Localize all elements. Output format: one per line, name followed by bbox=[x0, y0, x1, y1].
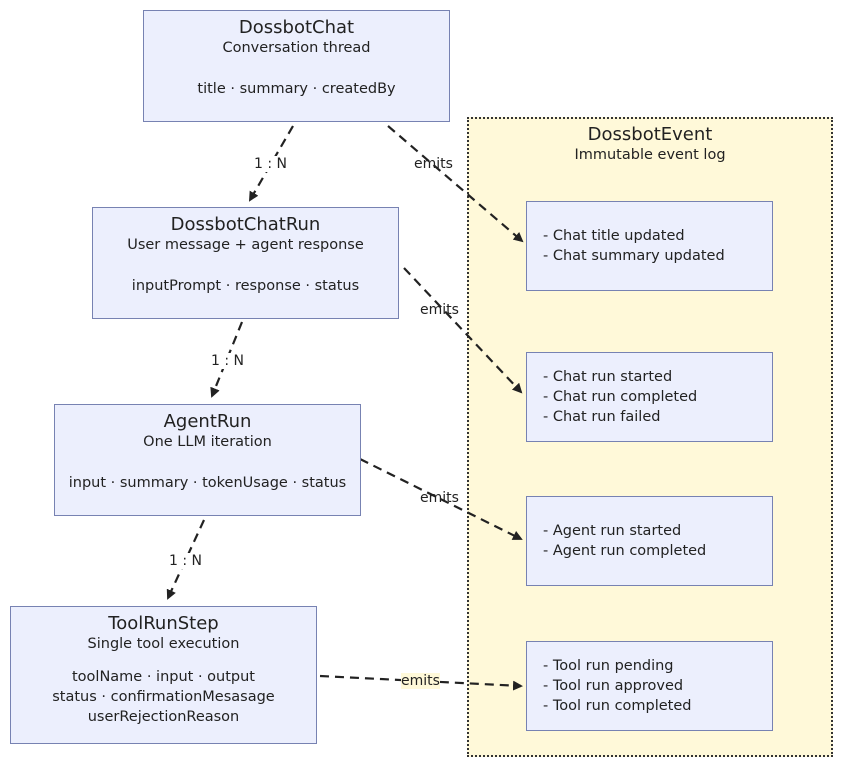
node-title: AgentRun bbox=[163, 411, 252, 432]
event-item: - Chat run completed bbox=[543, 389, 698, 405]
node-attrs: userRejectionReason bbox=[87, 709, 240, 725]
event-item: - Tool run completed bbox=[543, 698, 692, 714]
node-title: DossbotChat bbox=[238, 17, 355, 38]
edge-label-1n: 1 : N bbox=[169, 553, 202, 569]
event-item: - Chat run failed bbox=[543, 409, 661, 425]
event-item: - Agent run completed bbox=[543, 543, 707, 559]
event-item: - Chat title updated bbox=[543, 228, 685, 244]
node-toolrunstep: ToolRunStep Single tool execution toolNa… bbox=[10, 606, 317, 744]
event-group-chat: - Chat title updated - Chat summary upda… bbox=[526, 201, 773, 291]
node-agentrun: AgentRun One LLM iteration input · summa… bbox=[54, 404, 361, 516]
event-item: - Chat run started bbox=[543, 369, 673, 385]
node-title: DossbotChatRun bbox=[170, 214, 321, 235]
edge-label-1n: 1 : N bbox=[254, 156, 287, 172]
node-attrs: title · summary · createdBy bbox=[197, 81, 396, 97]
event-item: - Chat summary updated bbox=[543, 248, 725, 264]
edge-chatrun-agentrun bbox=[210, 321, 244, 398]
edge-chatrun-emits bbox=[403, 267, 523, 394]
cluster-subtitle: Immutable event log bbox=[574, 147, 726, 163]
node-subtitle: User message + agent response bbox=[127, 237, 364, 253]
edge-chat-emits bbox=[387, 125, 524, 243]
node-title: ToolRunStep bbox=[108, 613, 219, 634]
event-group-chatrun: - Chat run started - Chat run completed … bbox=[526, 352, 773, 442]
node-attrs: input · summary · tokenUsage · status bbox=[68, 475, 347, 491]
edge-label-emits: emits bbox=[420, 302, 459, 318]
event-item: - Tool run approved bbox=[543, 678, 684, 694]
edge-label-emits: emits bbox=[414, 156, 453, 172]
edge-label-emits: emits bbox=[401, 673, 440, 689]
event-group-toolrun: - Tool run pending - Tool run approved -… bbox=[526, 641, 773, 731]
event-group-agentrun: - Agent run started - Agent run complete… bbox=[526, 496, 773, 586]
event-item: - Agent run started bbox=[543, 523, 682, 539]
node-attrs: inputPrompt · response · status bbox=[131, 278, 360, 294]
node-dossbotchatrun: DossbotChatRun User message + agent resp… bbox=[92, 207, 399, 319]
cluster-title: DossbotEvent bbox=[587, 124, 713, 145]
node-subtitle: One LLM iteration bbox=[143, 434, 272, 450]
event-item: - Tool run pending bbox=[543, 658, 674, 674]
node-subtitle: Conversation thread bbox=[222, 40, 371, 56]
node-subtitle: Single tool execution bbox=[87, 636, 240, 652]
node-attrs: toolName · input · output bbox=[71, 669, 255, 685]
edge-label-1n: 1 : N bbox=[211, 353, 244, 369]
node-attrs: status · confirmationMesasage bbox=[52, 689, 275, 705]
edge-toolrun-emits bbox=[319, 674, 523, 691]
node-dossbotchat: DossbotChat Conversation thread title · … bbox=[143, 10, 450, 122]
edge-label-emits: emits bbox=[420, 490, 459, 506]
